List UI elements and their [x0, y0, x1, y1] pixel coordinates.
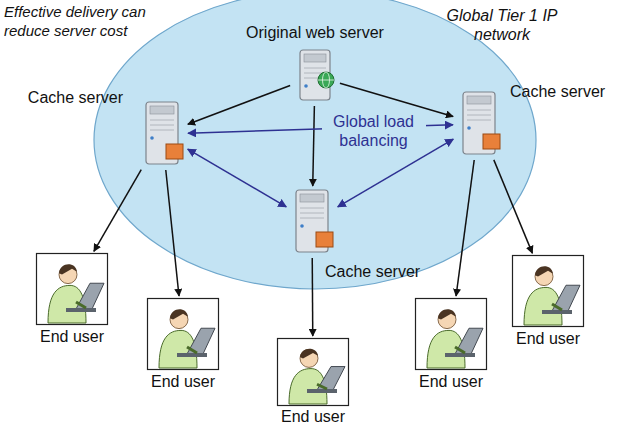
- server-vent: [150, 130, 174, 131]
- user-hair: [300, 349, 318, 359]
- user-icon: [147, 298, 219, 370]
- user-body: [159, 330, 197, 368]
- user-arm: [455, 347, 465, 353]
- user-icon: [415, 298, 487, 370]
- server-vent: [300, 208, 324, 209]
- globe-symbol: [318, 72, 334, 88]
- user-hair: [170, 309, 188, 319]
- server-vent: [150, 120, 174, 121]
- node-label: Cache server: [325, 262, 440, 281]
- node-label: End user: [503, 329, 593, 348]
- user-hair: [438, 309, 456, 319]
- cache-icon: [288, 188, 336, 256]
- user-arm: [317, 384, 327, 389]
- note-label: Effective delivery can reduce server cos…: [4, 2, 176, 40]
- power-led: [150, 136, 154, 140]
- node-label: Cache server: [13, 88, 123, 107]
- user-icon: [512, 255, 584, 327]
- end-user-node: End user: [512, 255, 584, 327]
- end-user-node: End user: [36, 253, 108, 325]
- network-ellipse: [94, 0, 536, 289]
- user-arm: [187, 347, 197, 353]
- server-bay: [304, 54, 326, 62]
- server-bay: [300, 194, 324, 202]
- cache-module: [483, 134, 500, 149]
- node-label: End user: [268, 407, 358, 426]
- node-label: End user: [138, 372, 228, 391]
- cache-icon: [138, 100, 186, 168]
- cache-icon: [455, 90, 503, 158]
- server-node: Cache server: [138, 100, 186, 168]
- laptop-screen: [76, 283, 104, 309]
- end-user-node: End user: [277, 338, 349, 406]
- node-label: Cache server: [510, 82, 625, 101]
- server-node: Cache server: [455, 90, 503, 158]
- node-label: Original web server: [225, 23, 405, 42]
- user-frame: [416, 299, 487, 370]
- user-frame: [278, 339, 349, 406]
- globe-icon: [292, 48, 338, 104]
- end-user-node: End user: [147, 298, 219, 370]
- user-body: [524, 287, 562, 325]
- server-vent: [467, 120, 491, 121]
- user-arm: [552, 304, 562, 310]
- power-led: [467, 126, 471, 130]
- network-region: Global Tier 1 IP networkOriginal web ser…: [93, 0, 537, 290]
- laptop-base: [307, 389, 337, 393]
- power-led: [300, 224, 304, 228]
- server-bay: [150, 106, 174, 114]
- user-body: [48, 285, 86, 323]
- user-icon: [277, 338, 349, 406]
- server-vent: [304, 68, 326, 69]
- laptop-screen: [552, 285, 580, 311]
- user-arm: [76, 302, 86, 308]
- cache-module: [316, 232, 333, 247]
- node-label: Global Tier 1 IP network: [437, 6, 567, 44]
- server-vent: [150, 125, 174, 126]
- laptop-base: [66, 308, 96, 312]
- user-body: [289, 369, 327, 404]
- server-vent: [467, 110, 491, 111]
- user-icon: [36, 253, 108, 325]
- server-vent: [467, 115, 491, 116]
- user-hair: [59, 264, 77, 274]
- node-label: End user: [27, 327, 117, 346]
- laptop-screen: [317, 367, 345, 390]
- laptop-base: [542, 310, 572, 314]
- user-head: [300, 349, 318, 367]
- server-node: Original web server: [292, 48, 338, 104]
- laptop-screen: [187, 328, 215, 354]
- node-label: End user: [406, 372, 496, 391]
- power-led: [304, 84, 308, 88]
- edge-label: Global load balancing: [322, 112, 426, 150]
- user-frame: [37, 254, 108, 325]
- cache-module: [166, 144, 183, 159]
- laptop-screen: [455, 328, 483, 354]
- user-body: [427, 330, 465, 368]
- server-node: Cache server: [288, 188, 336, 256]
- server-vent: [300, 213, 324, 214]
- user-frame: [513, 256, 584, 327]
- user-hair: [535, 266, 553, 276]
- laptop-base: [177, 353, 207, 357]
- server-bay: [467, 96, 491, 104]
- user-frame: [148, 299, 219, 370]
- globe-equator: [318, 80, 334, 81]
- end-user-node: End user: [415, 298, 487, 370]
- laptop-base: [445, 353, 475, 357]
- server-vent: [300, 218, 324, 219]
